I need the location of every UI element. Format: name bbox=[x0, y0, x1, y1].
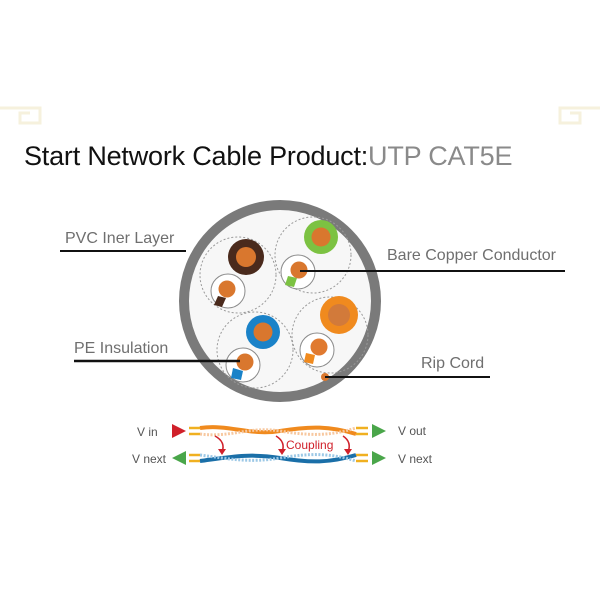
label-pe-insulation: PE Insulation bbox=[74, 340, 169, 357]
label-rip-cord: Rip Cord bbox=[421, 355, 485, 372]
wire-pair-orange bbox=[299, 296, 358, 368]
label-v-in: V in bbox=[137, 425, 158, 439]
wire-pair-blue bbox=[225, 315, 280, 383]
title-main: Start Network Cable Product: bbox=[24, 141, 369, 171]
pair-group-outline-blue bbox=[216, 311, 294, 389]
decorative-ornament-right bbox=[558, 106, 600, 125]
coupling-diagram bbox=[172, 424, 386, 465]
pair-group-outline-green bbox=[274, 216, 352, 294]
label-pvc-iner-layer: PVC Iner Layer bbox=[65, 230, 175, 247]
twisted-pair-orange bbox=[199, 425, 357, 436]
label-coupling: Coupling bbox=[286, 438, 334, 452]
page-title: Start Network Cable Product:UTP CAT5E bbox=[24, 141, 512, 172]
twisted-pair-blue bbox=[199, 453, 357, 464]
title-product: UTP CAT5E bbox=[368, 141, 513, 171]
wire-pair-brown bbox=[210, 239, 264, 309]
arrow-v-in bbox=[172, 424, 186, 438]
label-v-out: V out bbox=[398, 424, 427, 438]
wire-pair-green bbox=[280, 220, 338, 290]
arrow-v-out bbox=[372, 424, 386, 438]
arrow-v-next-left bbox=[172, 451, 186, 465]
pair-group-outline-brown bbox=[199, 236, 277, 314]
pair-group-outline-orange bbox=[291, 296, 369, 374]
decorative-ornament-left bbox=[0, 106, 42, 125]
label-v-next-left: V next bbox=[132, 452, 167, 466]
arrow-v-next-right bbox=[372, 451, 386, 465]
label-v-next-right: V next bbox=[398, 452, 433, 466]
label-bare-copper-conductor: Bare Copper Conductor bbox=[387, 247, 556, 264]
